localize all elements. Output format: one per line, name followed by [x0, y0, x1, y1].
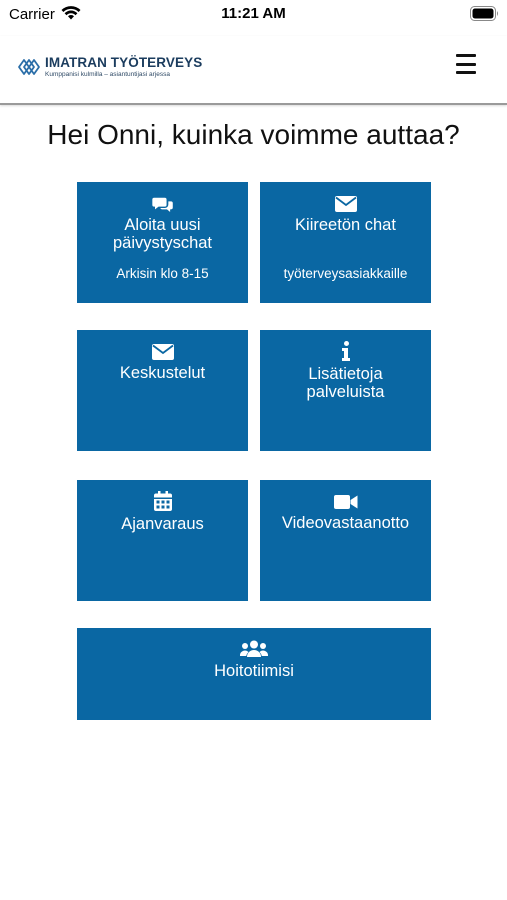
- hamburger-menu-icon[interactable]: [450, 50, 482, 78]
- envelope-icon: [334, 196, 357, 212]
- chat-bubbles-icon: [151, 197, 173, 212]
- tile-care-team[interactable]: Hoitotiimisi: [77, 628, 431, 720]
- tile-video-appointment[interactable]: Videovastaanotto: [260, 480, 431, 601]
- tile-title: Videovastaanotto: [281, 514, 410, 532]
- video-camera-icon: [333, 495, 357, 509]
- brand-logo[interactable]: IMATRAN TYÖTERVEYS Kumppanisi kulmilla –…: [17, 52, 202, 82]
- tile-start-emergency-chat[interactable]: Aloita uusi päivystyschat Arkisin klo 8-…: [77, 182, 248, 303]
- menu-bar: [456, 62, 476, 66]
- logo-mark-icon: [18, 59, 40, 75]
- logo-tagline: Kumppanisi kulmilla – asiantuntijasi arj…: [45, 70, 171, 78]
- tile-service-info[interactable]: Lisätietoja palveluista: [260, 330, 431, 451]
- tile-appointment-booking[interactable]: Ajanvaraus: [77, 480, 248, 601]
- page-title: Hei Onni, kuinka voimme auttaa?: [47, 119, 460, 150]
- tile-title: Aloita uusi päivystyschat: [112, 216, 213, 252]
- tile-conversations[interactable]: Keskustelut: [77, 330, 248, 451]
- tile-title: Keskustelut: [119, 364, 206, 382]
- tile-title: Hoitotiimisi: [214, 662, 294, 680]
- tile-title: Ajanvaraus: [121, 515, 204, 533]
- battery-icon: [470, 6, 498, 21]
- status-bar: Carrier 11:21 AM: [0, 0, 507, 30]
- tile-title: Kiireetön chat: [295, 216, 396, 234]
- users-icon: [240, 640, 268, 657]
- tile-non-urgent-chat[interactable]: Kiireetön chat työterveysasiakkaille: [260, 182, 431, 303]
- logo-title: IMATRAN TYÖTERVEYS: [45, 55, 203, 70]
- carrier-label: Carrier: [9, 6, 55, 23]
- tile-subtitle: Arkisin klo 8-15: [116, 266, 209, 281]
- app-header: IMATRAN TYÖTERVEYS Kumppanisi kulmilla –…: [0, 36, 507, 105]
- wifi-icon: [61, 6, 81, 20]
- tile-subtitle: työterveysasiakkaille: [283, 266, 408, 281]
- envelope-icon: [151, 344, 174, 360]
- menu-bar: [456, 71, 476, 74]
- info-icon: [341, 341, 350, 361]
- status-time: 11:21 AM: [221, 5, 286, 22]
- calendar-icon: [153, 491, 172, 511]
- tile-title: Lisätietoja palveluista: [306, 365, 385, 401]
- menu-bar: [456, 54, 476, 57]
